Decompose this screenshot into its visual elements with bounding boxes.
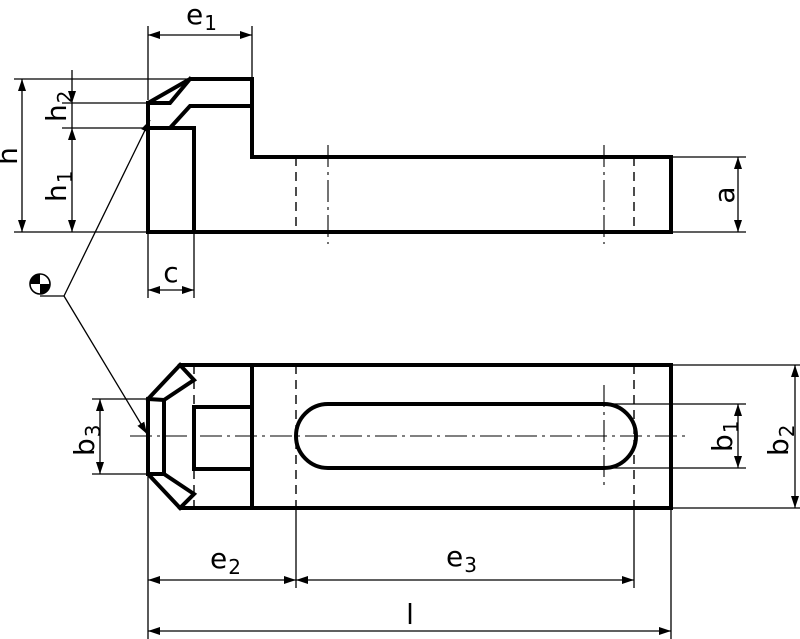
top-view-bevel	[145, 362, 254, 511]
label-h: h	[0, 147, 24, 165]
label-e1: e1	[186, 0, 217, 35]
label-a: a	[708, 186, 741, 203]
half-filled-circle-icon	[29, 273, 51, 295]
leader-line	[63, 295, 148, 435]
leader-line	[63, 119, 151, 297]
label-c: c	[163, 256, 178, 289]
label-b3: b3	[68, 424, 105, 456]
label-b1: b1	[706, 420, 743, 452]
label-l: l	[406, 598, 414, 631]
top-view-dimensions	[92, 364, 800, 639]
label-h1: h1	[40, 171, 77, 202]
material-symbol-group	[29, 119, 151, 435]
label-b2: b2	[762, 424, 799, 456]
side-nose-lines	[146, 76, 254, 234]
top-view	[130, 362, 690, 511]
side-view	[146, 76, 673, 244]
side-view-outline	[146, 77, 673, 234]
label-e2: e2	[210, 542, 241, 579]
side-view-dimensions	[14, 26, 746, 298]
label-h2: h2	[40, 91, 77, 122]
label-e3: e3	[446, 540, 477, 577]
